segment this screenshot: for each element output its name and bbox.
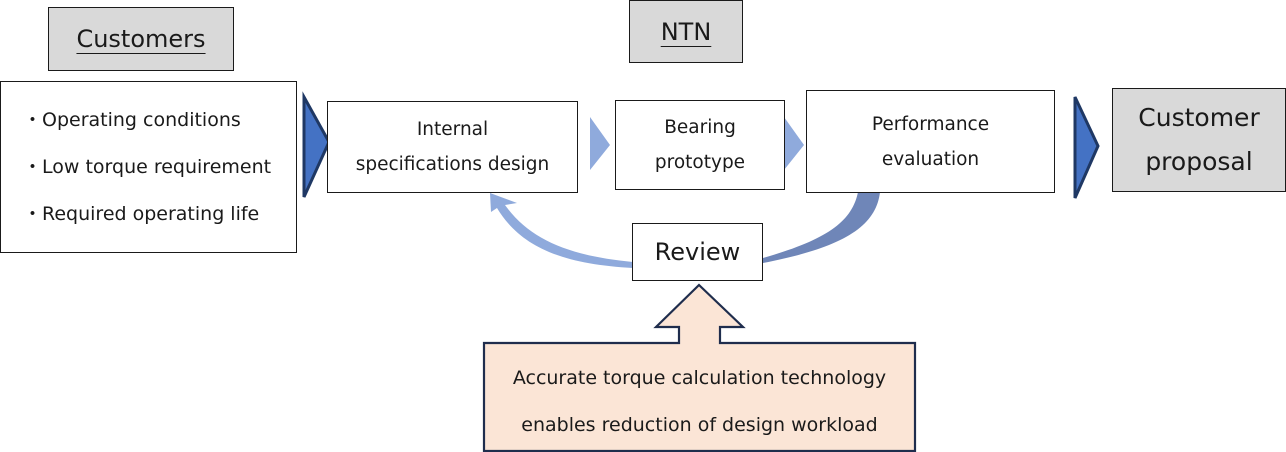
step-label-line1: Performance bbox=[871, 113, 990, 135]
step-label-line1: Internal bbox=[416, 119, 489, 140]
ntn-header-label: NTN bbox=[660, 17, 712, 46]
customer-requirements-box: ・Operating conditions ・Low torque requir… bbox=[0, 81, 297, 253]
step-bearing-prototype: Bearing prototype bbox=[615, 100, 785, 190]
feedback-arrow-review-to-design bbox=[490, 193, 633, 268]
feedback-arc-evaluation-to-review bbox=[763, 192, 880, 263]
up-arrow-note-to-review bbox=[482, 283, 917, 452]
step-label-line2: specifications design bbox=[355, 154, 550, 175]
flow-arrow-design-to-prototype bbox=[590, 117, 610, 170]
proposal-label-line1: Customer bbox=[1138, 103, 1260, 132]
step-label-line1: Bearing bbox=[664, 117, 736, 138]
proposal-label-line2: proposal bbox=[1145, 147, 1253, 176]
note-line2: enables reduction of design workload bbox=[521, 414, 878, 436]
ntn-header: NTN bbox=[629, 0, 743, 63]
step-label-line2: evaluation bbox=[881, 148, 980, 170]
technology-note: Accurate torque calculation technology e… bbox=[484, 355, 915, 449]
customer-proposal-box: Customer proposal bbox=[1112, 88, 1286, 192]
requirement-item: ・Low torque requirement bbox=[23, 155, 272, 178]
review-label: Review bbox=[654, 238, 741, 266]
review-box: Review bbox=[632, 223, 763, 281]
customers-header: Customers bbox=[48, 7, 234, 71]
requirement-item: ・Required operating life bbox=[23, 203, 260, 226]
flow-arrow-customers-to-design bbox=[302, 91, 331, 198]
step-internal-specifications-design: Internal specifications design bbox=[327, 101, 578, 193]
step-label-line2: prototype bbox=[654, 152, 746, 173]
note-line1: Accurate torque calculation technology bbox=[512, 367, 887, 389]
step-performance-evaluation: Performance evaluation bbox=[806, 90, 1055, 193]
flow-arrow-prototype-to-evaluation bbox=[784, 117, 804, 170]
customers-header-label: Customers bbox=[76, 25, 206, 53]
requirement-item: ・Operating conditions bbox=[23, 108, 241, 131]
flow-arrow-evaluation-to-proposal bbox=[1073, 96, 1100, 199]
